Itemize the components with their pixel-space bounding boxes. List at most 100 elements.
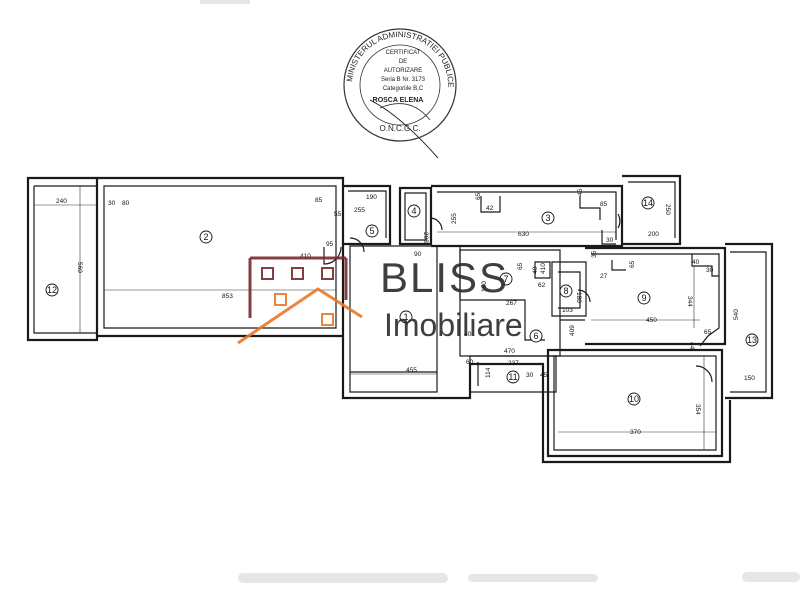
room-label-11: 11 [506, 370, 520, 384]
watermark-brand: BLISS [380, 254, 509, 301]
dim-label: 40 [464, 331, 472, 338]
dim-label: 55 [334, 211, 342, 218]
svg-text:1: 1 [403, 312, 408, 322]
room-label-9: 9 [637, 291, 651, 305]
dim-label: 267 [506, 300, 517, 307]
dim-label: 470 [504, 348, 515, 355]
dim-label: 40 [692, 259, 700, 266]
room-label-12: 12 [45, 283, 59, 297]
dim-label: 255 [354, 207, 365, 214]
dim-label: 540 [733, 309, 740, 320]
certification-stamp: MINISTERUL ADMINISTRATIEI PUBLICE O.N.C.… [343, 28, 457, 159]
dimension-lines [34, 186, 716, 450]
svg-text:5: 5 [369, 226, 374, 236]
dim-label: 85 [600, 201, 608, 208]
dim-label: 208 [422, 232, 429, 243]
room-label-13: 13 [745, 333, 759, 347]
room-label-8: 8 [559, 284, 573, 298]
dim-label: 35 [591, 250, 598, 258]
walls [26, 174, 774, 464]
dim-label: 354 [694, 404, 701, 415]
dim-label: 190 [366, 194, 377, 201]
stamp-name: ROSCA ELENA [373, 97, 424, 104]
stamp-line3: AUTORIZARE [384, 68, 423, 74]
dim-label: 630 [518, 231, 529, 238]
dim-label: 30 [526, 372, 534, 379]
dim-label: 103 [562, 307, 573, 314]
dim-label: 455 [406, 367, 417, 374]
room-label-5: 5 [365, 224, 379, 238]
bliss-watermark: BLISS Imobiliare [237, 254, 523, 345]
dim-label: 40 [532, 266, 539, 274]
dim-label: 45 [540, 372, 548, 379]
dim-label: 65 [704, 329, 712, 336]
dim-label: 200 [648, 231, 659, 238]
svg-text:12: 12 [47, 285, 57, 295]
dim-label: 114 [485, 367, 492, 378]
dim-label: 853 [222, 293, 233, 300]
scan-smudge-bottom [238, 572, 800, 583]
watermark-house-icon [237, 256, 363, 345]
dim-label: 237 [508, 360, 519, 367]
stamp-bottom-text: O.N.C.G.C. [380, 124, 421, 133]
svg-text:2: 2 [203, 232, 208, 242]
dim-label: 344 [686, 296, 693, 307]
dim-label: 42 [486, 205, 494, 212]
room-label-4: 4 [407, 204, 421, 218]
dim-label: 255 [451, 213, 458, 224]
dim-label: 44 [688, 342, 695, 350]
dim-label: 100 [481, 281, 488, 292]
svg-text:6: 6 [533, 331, 538, 341]
svg-text:10: 10 [629, 394, 639, 404]
dim-label: 45 [577, 188, 584, 196]
room-label-1: 1 [399, 310, 413, 324]
dim-label: 65 [475, 192, 482, 200]
dim-label: 85 [315, 197, 323, 204]
dim-label: 409 [569, 325, 576, 336]
room-labels: 2 12 5 4 3 14 1 7 8 6 9 11 10 13 [45, 196, 759, 406]
svg-text:14: 14 [643, 198, 653, 208]
stamp-line1: CERTIFICAT [386, 50, 421, 56]
dim-label: 80 [122, 200, 130, 207]
dim-label: 410 [540, 263, 547, 274]
door-swings [323, 213, 713, 383]
room-label-3: 3 [541, 211, 555, 225]
svg-text:11: 11 [508, 372, 517, 382]
room-label-14: 14 [641, 196, 655, 210]
dim-label: 65 [629, 260, 636, 268]
dim-label: 90 [414, 251, 422, 258]
dim-label: 560 [76, 262, 83, 273]
svg-text:13: 13 [747, 335, 757, 345]
dim-label: 150 [744, 375, 755, 382]
room-label-7: 7 [499, 272, 513, 286]
dim-label: 370 [630, 429, 641, 436]
dim-label: 250 [664, 204, 671, 215]
svg-text:9: 9 [641, 293, 646, 303]
svg-text:3: 3 [545, 213, 550, 223]
stamp-line5: Categoriile B,C [383, 86, 424, 92]
watermark-subtitle: Imobiliare [384, 307, 523, 343]
dim-label: 30 [706, 267, 714, 274]
dim-label: 240 [56, 198, 67, 205]
stamp-line4: Seria B Nr. 3173 [381, 77, 426, 83]
svg-text:7: 7 [503, 274, 508, 284]
dim-label: 30 [606, 237, 614, 244]
dim-label: 60 [466, 359, 474, 366]
stamp-signature [369, 99, 439, 159]
dim-label: 450 [646, 317, 657, 324]
dim-label: 27 [600, 273, 608, 280]
svg-text:8: 8 [563, 286, 568, 296]
stamp-line2: DE [399, 59, 407, 65]
scan-smudge-top [200, 0, 250, 4]
dimension-labels: 240 560 853 30 80 85 55 410 95 190 255 2… [56, 188, 755, 436]
room-label-10: 10 [627, 392, 641, 406]
dim-label: 180 [575, 292, 582, 303]
dim-label: 62 [538, 282, 546, 289]
room-label-6: 6 [529, 329, 543, 343]
dim-label: 95 [326, 241, 334, 248]
dim-label: 65 [517, 262, 524, 270]
room-label-2: 2 [199, 230, 213, 244]
svg-text:4: 4 [411, 206, 416, 216]
dim-label: 30 [108, 200, 116, 207]
